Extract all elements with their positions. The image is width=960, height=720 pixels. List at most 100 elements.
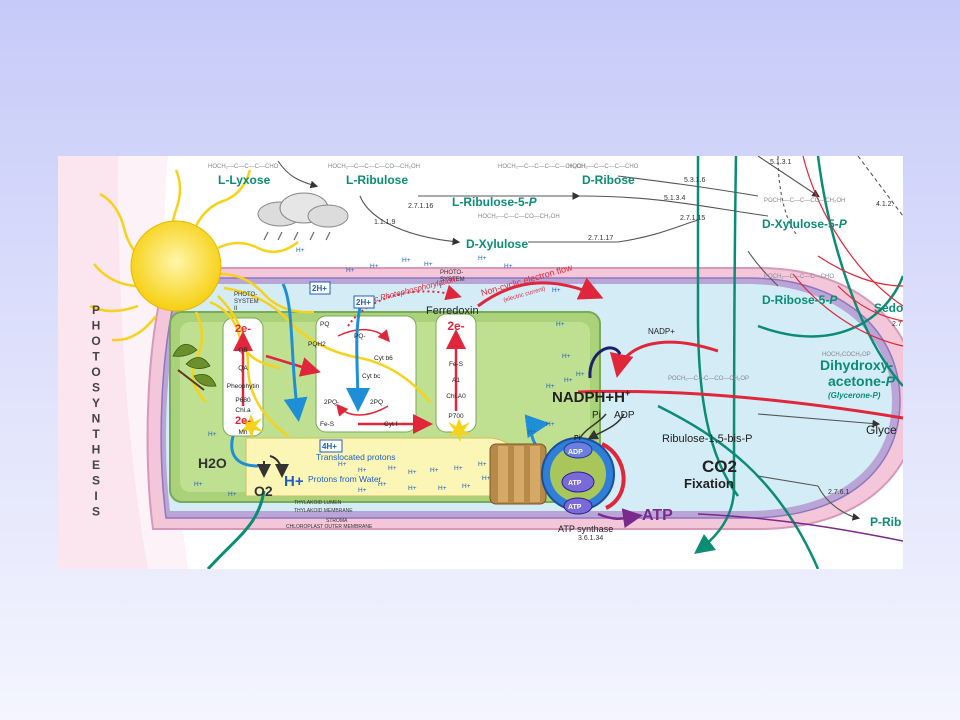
side-title-letter: O: [91, 365, 100, 379]
water-to-h: [269, 455, 289, 478]
label-d-ribose: D-Ribose: [582, 173, 635, 187]
proton-label: H+: [454, 465, 463, 472]
proton-label: H+: [194, 481, 203, 488]
ps2-component: 2e-: [235, 323, 251, 335]
label-l-ribulose-5p: L-Ribulose-5-P: [452, 195, 538, 209]
enzyme-e9: 2.7: [892, 321, 902, 328]
cytb6f-component: Fe-S: [320, 421, 335, 428]
proton-label: H+: [478, 255, 487, 262]
side-title-letter: T: [92, 350, 100, 364]
label-thylakoid-membrane: THYLAKOID MEMBRANE: [294, 508, 353, 514]
label-glyce: Glyce: [866, 423, 897, 437]
cytb6f-component: PQ: [320, 321, 329, 328]
label-thylakoid-lumen: THYLAKOID LUMEN: [294, 500, 342, 506]
label-atp-synthase-bottom: ATP: [568, 504, 582, 511]
label-d-xylulose: D-Xylulose: [466, 237, 528, 251]
dark-pathways: [277, 156, 903, 521]
label-dihydroxy-2: acetone-P: [828, 373, 896, 389]
cytb6f-component: Cyt f: [384, 421, 398, 428]
proton-label: H+: [562, 353, 571, 360]
svg-text:POCH₂—C—C—CO—CH₂OH: POCH₂—C—C—CO—CH₂OH: [764, 198, 845, 204]
proton-label: H+: [208, 431, 217, 438]
ps2-component: Mn: [238, 429, 247, 436]
pink-band: [58, 156, 148, 569]
proton-label: H+: [424, 261, 433, 268]
label-pi-small: Pi: [574, 435, 581, 442]
svg-text:HOCH₂—C—C—C—CO—CH₂OH: HOCH₂—C—C—C—CO—CH₂OH: [328, 164, 420, 170]
nadp-arrow: [609, 340, 719, 378]
atp-out-arrow: [597, 508, 643, 529]
proton-label: H+: [408, 485, 417, 492]
label-l-lyxose: L-Lyxose: [218, 173, 271, 187]
label-h2o: H2O: [198, 455, 227, 471]
ps1-component: 2e-: [447, 319, 464, 333]
atp-line: [697, 513, 903, 542]
label-from-water: Protons from Water: [308, 474, 382, 484]
cytb6f-component: PQH2: [308, 341, 326, 348]
label-pi: Pi: [592, 410, 601, 421]
proton-label: H+: [478, 461, 487, 468]
label-adp-synthase: ADP: [568, 449, 583, 456]
proton-label: H+: [228, 491, 237, 498]
label-sedo: Sedol: [874, 301, 903, 315]
label-outer-membrane: CHLOROPLAST OUTER MEMBRANE: [286, 524, 373, 530]
label-nadp: NADP+: [648, 327, 675, 336]
side-title-letter: S: [92, 505, 100, 519]
label-4h: 4H+: [322, 442, 337, 451]
spark-ps2: [240, 414, 264, 438]
label-nadph: NADPH+H+: [552, 388, 630, 406]
cytb6f-component: Cyt b6: [374, 355, 393, 362]
proton-label: H+: [482, 475, 491, 482]
ps2-component: Chl.a: [235, 407, 251, 414]
enzyme-e4: 2.7.1.17: [588, 235, 613, 242]
proton-label: H+: [346, 267, 355, 274]
proton-label: H+: [338, 461, 347, 468]
label-fixation: Fixation: [684, 476, 734, 491]
enzyme-e3: 1.1.1.9: [374, 219, 396, 226]
label-p-rib: P-Rib: [870, 515, 901, 529]
label-dihydroxy-sub: (Glycerone-P): [828, 391, 881, 400]
proton-label: H+: [402, 257, 411, 264]
electron-arrows: [233, 328, 466, 434]
proton-label: H+: [564, 377, 573, 384]
side-title-letter: Y: [92, 396, 100, 410]
ps2-component: Pheophytin: [227, 383, 260, 390]
side-title-letter: I: [94, 489, 97, 503]
label-adp-top: ADP: [614, 410, 635, 421]
svg-text:HOCH₂COCH₂OP: HOCH₂COCH₂OP: [822, 352, 871, 358]
enzyme-e11: 3.6.1.34: [578, 535, 603, 542]
label-dihydroxy-1: Dihydroxy-: [820, 357, 893, 373]
svg-text:POCH₂—C—C—CO—CH₂OP: POCH₂—C—C—CO—CH₂OP: [668, 376, 749, 382]
label-l-ribulose: L-Ribulose: [346, 173, 408, 187]
ps2-component: 2e-: [235, 415, 251, 427]
label-h-plus-big: H+: [284, 473, 304, 490]
side-title-letter: T: [92, 427, 100, 441]
side-title-letter: S: [92, 381, 100, 395]
cytb6f-component: Cyt bc: [362, 373, 381, 380]
label-atp-synthase: ATP synthase: [558, 524, 613, 534]
enzyme-e8: 4.1.2.: [876, 201, 894, 208]
proton-label: H+: [370, 263, 379, 270]
proton-label: H+: [438, 485, 447, 492]
proton-label: H+: [504, 263, 513, 270]
cytb6f-component: PQ-: [354, 333, 366, 340]
plant-icon: [172, 343, 217, 391]
side-title-letter: P: [92, 303, 100, 317]
proton-label: H+: [358, 487, 367, 494]
side-title-letter: H: [92, 443, 101, 457]
label-ribulose-bisp: Ribulose-1,5-bis-P: [662, 433, 752, 445]
proton-label: H+: [546, 421, 555, 428]
proton-label: H+: [556, 321, 565, 328]
side-title-letter: O: [91, 334, 100, 348]
label-2h-mid: 2H+: [356, 298, 371, 307]
cyclic-path: [347, 284, 462, 327]
ps2-component: QA: [238, 365, 248, 372]
side-title-letter: S: [92, 474, 100, 488]
proton-label: H+: [408, 469, 417, 476]
label-atp-out: ATP: [642, 507, 673, 524]
